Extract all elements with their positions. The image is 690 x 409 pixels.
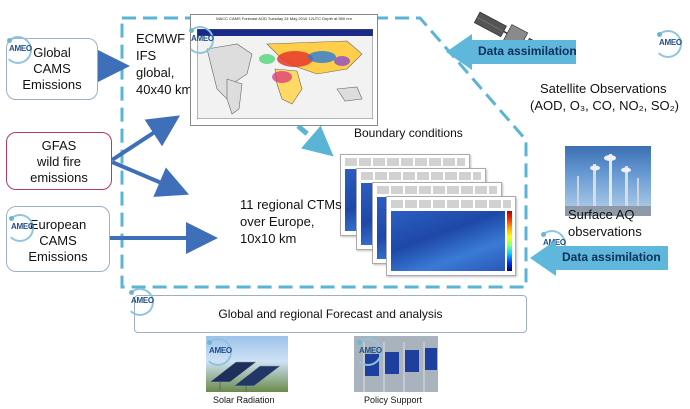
- gfas-to-global-arrow: [110, 115, 181, 162]
- forecast-analysis-label: Global and regional Forecast and analysi…: [218, 307, 443, 321]
- gfas-emissions-label: GFAS wild fire emissions: [30, 138, 88, 185]
- ameo-logo: AMEO: [204, 338, 232, 366]
- global-forecast-map: MACC CAMS Forecast AOD Tuesday 24 May 20…: [190, 14, 378, 126]
- ameo-logo: AMEO: [126, 288, 154, 316]
- global-cams-emissions-label: Global CAMS Emissions: [22, 45, 82, 92]
- gfas-to-regional-arrow: [111, 160, 190, 197]
- data-assimilation-bottom-label: Data assimilation: [562, 250, 661, 264]
- surface-aq-observations-label: Surface AQ observations: [568, 207, 642, 239]
- solar-radiation-caption: Solar Radiation: [213, 395, 275, 405]
- ameo-logo: AMEO: [6, 214, 34, 242]
- data-assimilation-top-arrow: Data assimilation: [446, 34, 577, 70]
- satellite-observations-species: (AOD, O₃, CO, NO₂, SO₂): [530, 98, 680, 113]
- data-assimilation-top-label: Data assimilation: [478, 44, 577, 58]
- forecast-analysis-box: Global and regional Forecast and analysi…: [134, 295, 527, 333]
- policy-support-caption: Policy Support: [364, 395, 423, 405]
- model-domain-dashed-outline: [120, 16, 528, 289]
- ecmwf-ifs-label: ECMWF IFS global, 40x40 km: [136, 31, 193, 97]
- data-assimilation-bottom-arrow: Data assimilation: [530, 240, 668, 276]
- ameo-logo: AMEO: [654, 30, 682, 58]
- european-cams-emissions-label: European CAMS Emissions: [28, 217, 88, 264]
- satellite-observations-label: Satellite Observations: [540, 81, 667, 96]
- gfas-emissions-box: GFAS wild fire emissions: [6, 132, 112, 190]
- ameo-logo: AMEO: [4, 36, 32, 64]
- regional-ctms-label: 11 regional CTMs over Europe, 10x10 km: [240, 197, 342, 246]
- ameo-logo: AMEO: [186, 26, 214, 54]
- world-map-graphic: [197, 29, 373, 119]
- regional-forecast-map: [386, 196, 516, 276]
- ameo-logo: AMEO: [354, 338, 382, 366]
- boundary-conditions-arrow: [296, 124, 334, 157]
- map-title: MACC CAMS Forecast AOD Tuesday 24 May 20…: [216, 16, 352, 21]
- surface-station-photo: [565, 146, 651, 216]
- boundary-conditions-label: Boundary conditions: [354, 126, 463, 140]
